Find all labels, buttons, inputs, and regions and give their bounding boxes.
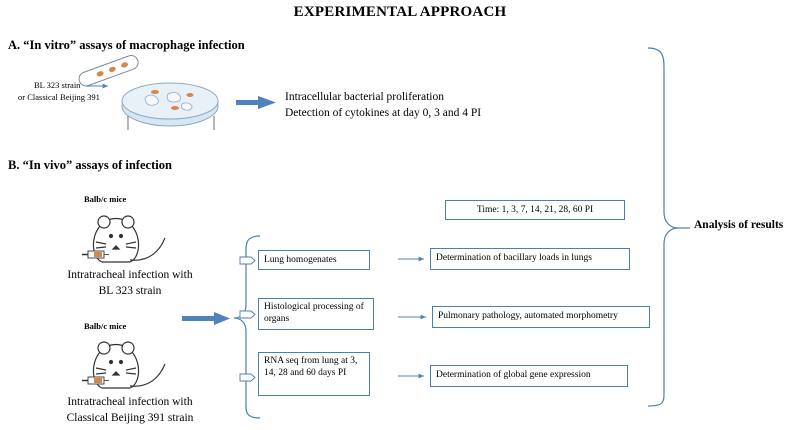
syringe-2-icon <box>82 376 109 385</box>
page-title: EXPERIMENTAL APPROACH <box>293 4 507 20</box>
analysis-label: Analysis of results <box>694 219 784 231</box>
right-bracket <box>647 47 679 407</box>
strain-label-1: BL 323 strain <box>34 80 81 90</box>
culture-tube-icon <box>78 55 139 87</box>
mouse-1-caption-2: BL 323 strain <box>98 285 162 297</box>
time-points-box: Time: 1, 3, 7, 14, 21, 28, 60 PI <box>445 200 625 220</box>
section-a-heading: A. “In vitro” assays of macrophage infec… <box>8 38 245 52</box>
mouse-1-label: Balb/c mice <box>84 194 127 204</box>
mouse-1-icon <box>92 215 166 263</box>
petri-dish-icon <box>121 82 219 127</box>
syringe-1-icon <box>82 250 109 259</box>
step-box-rna-seq: RNA seq from lung at 3, 14, 28 and 60 da… <box>258 352 370 396</box>
result-box-gene-expression: Determination of global gene expression <box>430 365 628 387</box>
in-vivo-arrow <box>182 312 230 325</box>
result-box-bacillary: Determination of bacillary loads in lung… <box>430 248 630 270</box>
step-box-lung-homogenates: Lung homogenates <box>258 250 370 270</box>
mouse-1-caption-1: Intratracheal infection with <box>67 269 193 281</box>
left-bracket <box>233 235 261 419</box>
result-box-pathology: Pulmonary pathology, automated morphomet… <box>432 306 650 328</box>
step-box-histological: Histological processing of organs <box>258 298 374 330</box>
in-vitro-result-2: Detection of cytokines at day 0, 3 and 4… <box>285 107 482 119</box>
strain-label-2: or Classical Beijing 391 <box>18 92 100 102</box>
step-tag-icons <box>239 256 256 382</box>
mouse-2-icon <box>92 341 166 389</box>
in-vitro-arrow <box>236 96 276 109</box>
mouse-2-caption-1: Intratracheal infection with <box>67 396 193 408</box>
in-vitro-result-1: Intracellular bacterial proliferation <box>285 91 444 103</box>
section-b-heading: B. “In vivo” assays of infection <box>8 158 172 172</box>
mouse-2-caption-2: Classical Beijing 391 strain <box>66 412 194 424</box>
mouse-2-label: Balb/c mice <box>84 321 127 331</box>
